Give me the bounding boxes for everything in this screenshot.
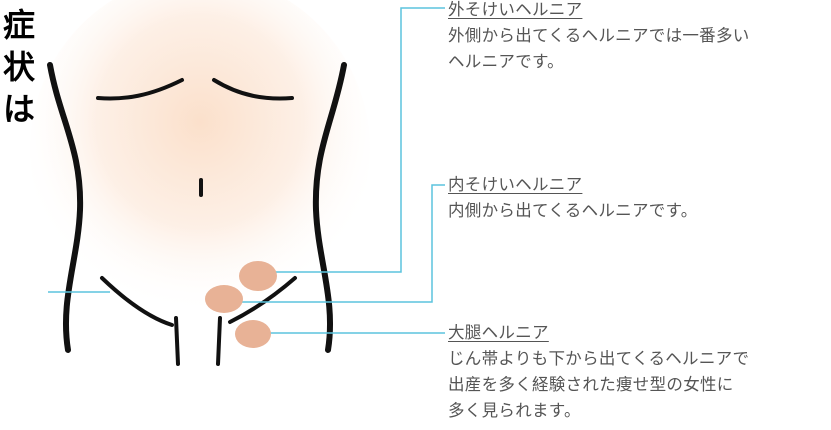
hernia-femoral-blob bbox=[235, 320, 271, 348]
leader-line-internal bbox=[226, 184, 445, 303]
label-internal: 内そけいヘルニア 内側から出てくるヘルニアです。 bbox=[448, 172, 828, 224]
torso-left-outline bbox=[47, 62, 84, 353]
torso-right-outline bbox=[312, 62, 347, 353]
hernia-internal-blob bbox=[205, 285, 243, 313]
label-femoral-title: 大腿ヘルニア bbox=[448, 323, 549, 342]
thigh-inner-left bbox=[174, 316, 180, 366]
label-internal-description: 内側から出てくるヘルニアです。 bbox=[448, 201, 698, 220]
thigh-inner-right bbox=[216, 316, 222, 366]
label-external-description: 外側から出てくるヘルニアでは一番多い ヘルニアです。 bbox=[448, 26, 750, 71]
rib-right bbox=[212, 78, 294, 101]
side-title-char-2: 状 bbox=[2, 48, 35, 86]
side-title-char-1: 症 bbox=[2, 6, 35, 44]
groin-left bbox=[100, 276, 174, 327]
label-external: 外そけいヘルニア 外側から出てくるヘルニアでは一番多い ヘルニアです。 bbox=[448, 0, 828, 75]
skin-glow bbox=[30, 0, 370, 325]
side-title-char-3: は bbox=[2, 90, 35, 128]
hernia-external-blob bbox=[239, 261, 277, 291]
label-internal-title: 内そけいヘルニア bbox=[448, 175, 583, 194]
label-femoral: 大腿ヘルニア じん帯よりも下から出てくるヘルニアで 出産を多く経験された痩せ型の… bbox=[448, 320, 828, 424]
label-external-title: 外そけいヘルニア bbox=[448, 0, 583, 19]
side-title: 症 状 は bbox=[2, 4, 36, 130]
label-femoral-description: じん帯よりも下から出てくるヘルニアで 出産を多く経験された痩せ型の女性に 多く見… bbox=[448, 349, 750, 420]
leader-line-external bbox=[262, 7, 445, 273]
rib-left bbox=[96, 78, 184, 101]
groin-right bbox=[228, 276, 297, 324]
